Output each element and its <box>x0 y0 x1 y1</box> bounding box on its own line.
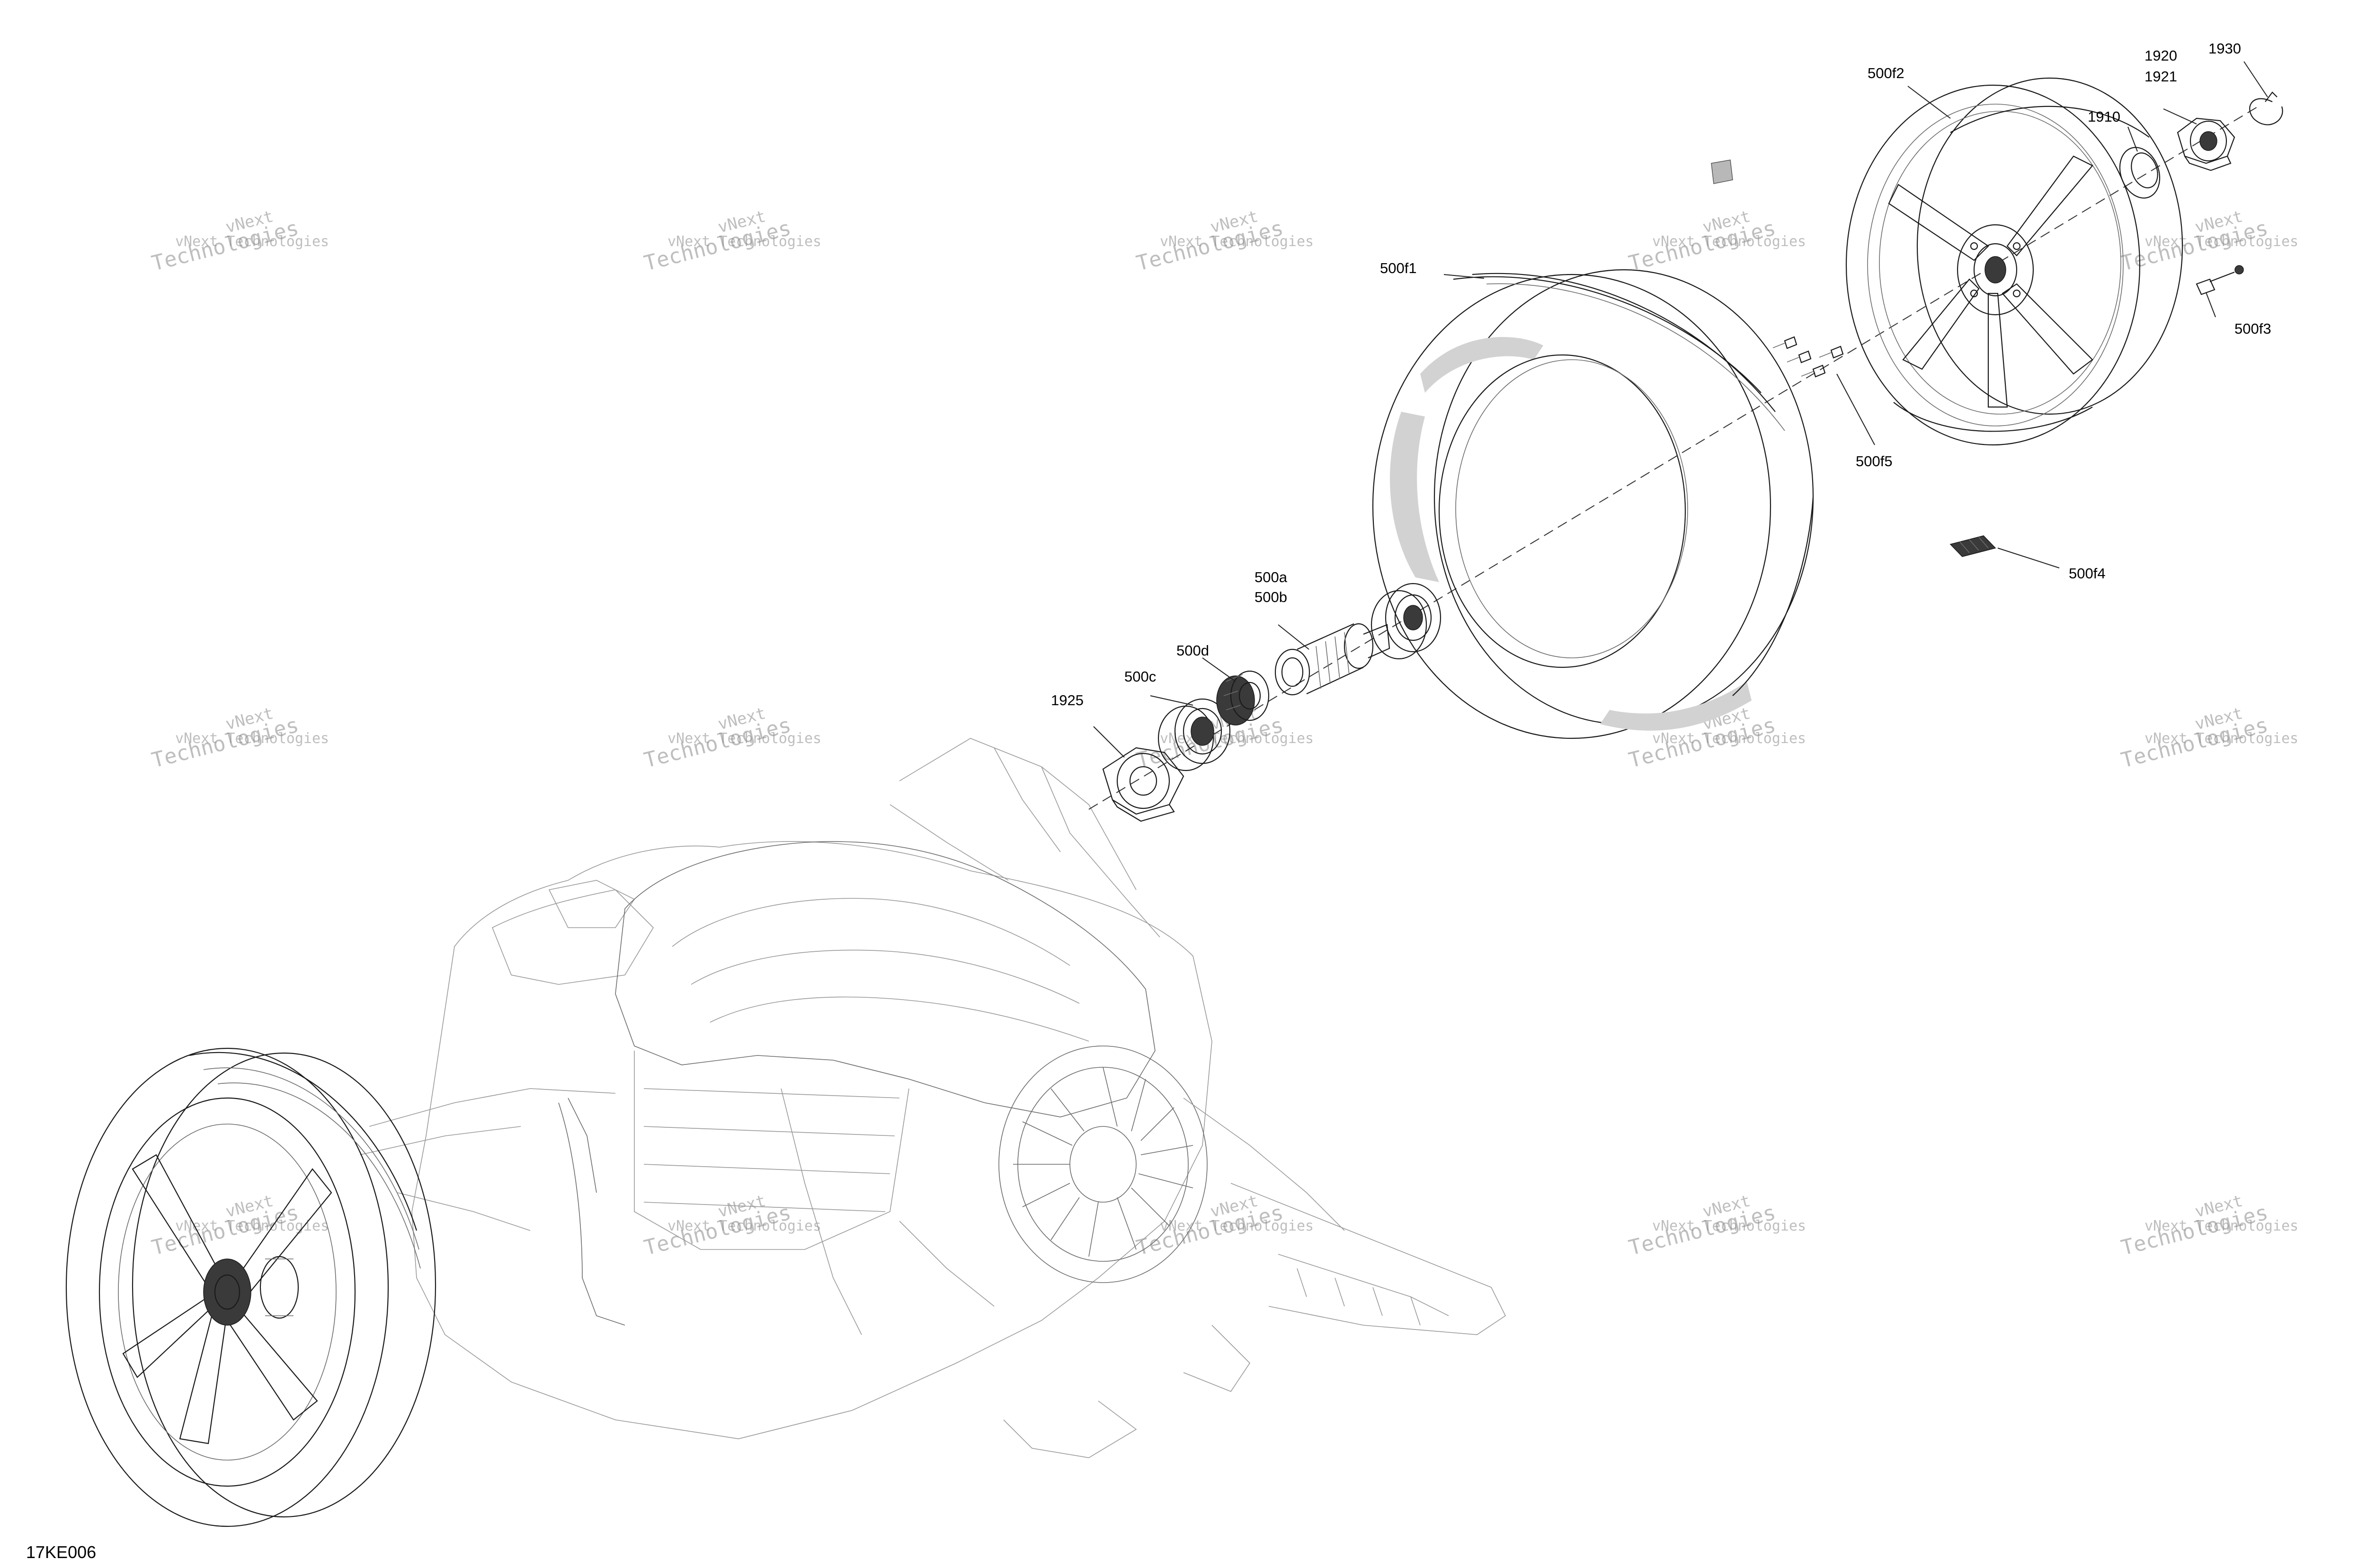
vehicle-outline <box>359 738 1506 1458</box>
watermark-text-main: vNext Technologies <box>1160 1218 1314 1234</box>
diagram-code: 17KE006 <box>26 1542 96 1562</box>
callout-1921: 1921 <box>2145 68 2177 85</box>
part-1930-clip <box>2249 91 2283 125</box>
watermark-text-main: vNext Technologies <box>1652 730 1806 747</box>
watermark: vNext Technologies vNext Technologies <box>1626 207 1806 276</box>
watermark-text-main: vNext Technologies <box>2145 730 2298 747</box>
callout-500f5: 500f5 <box>1856 453 1893 470</box>
callout-1930: 1930 <box>2208 40 2241 57</box>
watermark: vNext Technologies vNext Technologies <box>149 207 329 276</box>
watermark: vNext Technologies vNext Technologies <box>2118 1191 2298 1260</box>
part-bearing-inner <box>1370 583 1442 660</box>
callout-500d: 500d <box>1176 642 1209 659</box>
assembly-axis <box>1088 106 2259 810</box>
callout-500a: 500a <box>1255 569 1288 585</box>
watermark-text-main: vNext Technologies <box>1652 233 1806 250</box>
leader-lines <box>1093 61 2268 758</box>
callout-500c: 500c <box>1124 668 1156 685</box>
callout-1910: 1910 <box>2088 108 2120 125</box>
callout-500b: 500b <box>1255 589 1287 605</box>
part-1920-nut <box>2177 117 2235 171</box>
callout-500f2: 500f2 <box>1868 65 1904 81</box>
watermark: vNext Technologies vNext Technologies <box>641 704 821 773</box>
part-500a-shaft <box>1274 623 1390 696</box>
watermark-text-main: vNext Technologies <box>175 730 329 747</box>
watermark: vNext Technologies vNext Technologies <box>2118 704 2298 773</box>
watermark-text-main: vNext Technologies <box>1652 1218 1806 1234</box>
watermark: vNext Technologies vNext Technologies <box>149 1191 329 1260</box>
part-500f1-tire <box>1372 269 1814 739</box>
part-label-tag <box>1711 159 1733 184</box>
part-1925-nut <box>1102 747 1184 822</box>
watermark-layer: vNext Technologies vNext Technologies vN… <box>149 207 2298 1260</box>
callout-500f1: 500f1 <box>1380 260 1417 276</box>
watermark-text-main: vNext Technologies <box>667 233 821 250</box>
watermark: vNext Technologies vNext Technologies <box>641 207 821 276</box>
watermark-text-main: vNext Technologies <box>2145 233 2298 250</box>
engine-fan <box>998 1045 1208 1283</box>
watermark: vNext Technologies vNext Technologies <box>641 1191 821 1260</box>
watermark: vNext Technologies vNext Technologies <box>1134 207 1314 276</box>
part-500c-bearing <box>1157 698 1231 771</box>
watermark: vNext Technologies vNext Technologies <box>2118 207 2298 276</box>
callout-1920: 1920 <box>2145 47 2177 64</box>
part-500f3-valve <box>2196 265 2244 295</box>
callout-1925: 1925 <box>1051 692 1084 709</box>
watermark: vNext Technologies vNext Technologies <box>1134 1191 1314 1260</box>
assembled-wheel <box>65 1047 436 1527</box>
part-500f2-rim <box>1845 77 2183 446</box>
part-500f4-weights <box>1949 535 1996 557</box>
watermark-text-main: vNext Technologies <box>175 233 329 250</box>
part-500f5-studs <box>1772 336 1844 378</box>
callout-500f3: 500f3 <box>2234 320 2271 337</box>
part-1910-washer <box>2119 147 2161 199</box>
watermark-text-main: vNext Technologies <box>667 1218 821 1234</box>
watermark-text-main: vNext Technologies <box>667 730 821 747</box>
watermark: vNext Technologies vNext Technologies <box>149 704 329 773</box>
watermark-text-main: vNext Technologies <box>2145 1218 2298 1234</box>
watermark-text-main: vNext Technologies <box>1160 730 1314 747</box>
watermark-text-main: vNext Technologies <box>1160 233 1314 250</box>
part-500d-gear <box>1216 670 1270 726</box>
watermark: vNext Technologies vNext Technologies <box>1626 1191 1806 1260</box>
callout-500f4: 500f4 <box>2069 565 2106 582</box>
callout-labels: 500f2 1920 1921 1930 1910 500f1 500f3 50… <box>1051 40 2271 709</box>
